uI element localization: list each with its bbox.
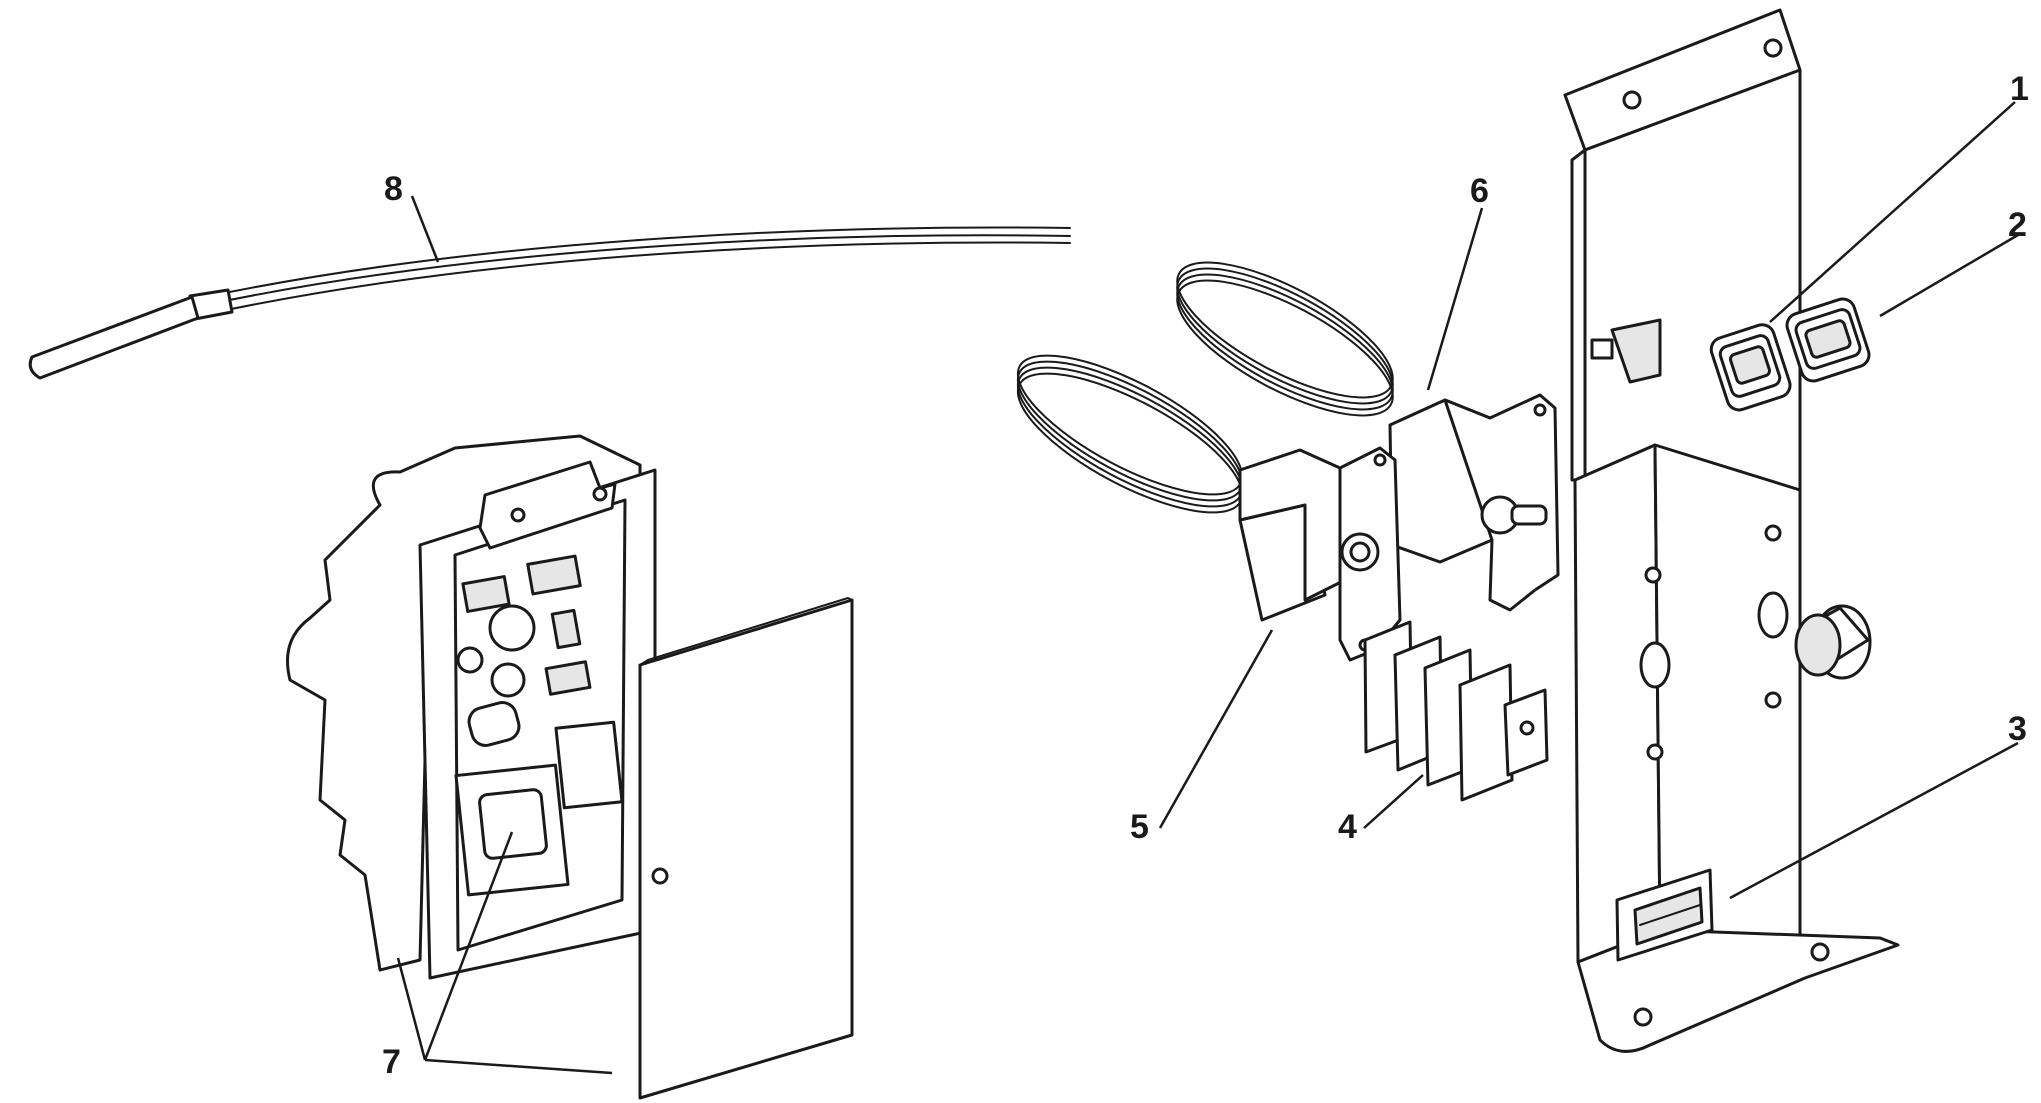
control-knob xyxy=(1794,604,1872,680)
callout-6: 6 xyxy=(1470,172,1489,210)
callout-5: 5 xyxy=(1130,808,1149,846)
leader-lines xyxy=(396,101,2019,1075)
callout-7: 7 xyxy=(382,1043,401,1081)
rocker-switch-part-3 xyxy=(1615,868,1714,962)
callout-3: 3 xyxy=(2008,710,2027,748)
callout-1: 1 xyxy=(2010,70,2029,108)
callout-8: 8 xyxy=(384,170,403,208)
callout-4: 4 xyxy=(1338,808,1357,846)
callout-2: 2 xyxy=(2008,206,2027,244)
control-box-part-7 xyxy=(286,434,854,1100)
spacer-plates-part-4 xyxy=(1363,620,1549,802)
rocker-switch-part-1 xyxy=(1709,323,1792,412)
thermostat-part-5 xyxy=(1016,354,1402,662)
mounting-bracket xyxy=(1563,8,1900,1053)
callout-labels: 1 2 3 4 5 6 7 8 xyxy=(382,70,2029,1081)
probe-cable-part-8 xyxy=(28,226,1071,380)
rocker-switch-part-2 xyxy=(1785,297,1871,383)
